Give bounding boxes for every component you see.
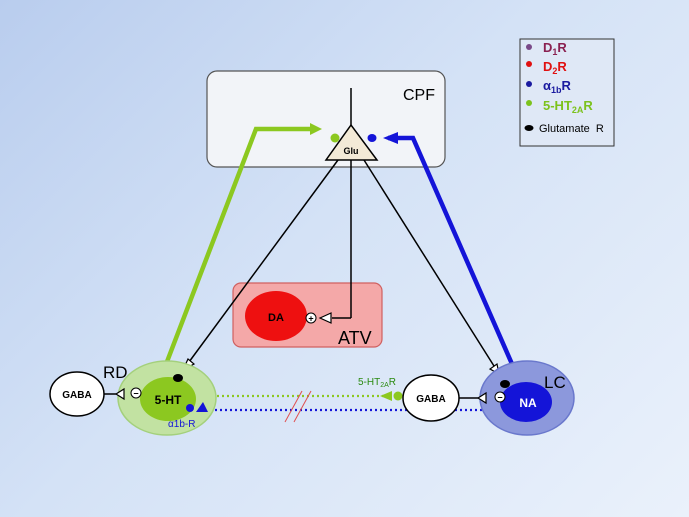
gaba-left-synapse [114, 387, 125, 401]
legend-glutamate-dot [524, 125, 534, 131]
inhibitory-sign-rd [130, 387, 142, 399]
gaba-left-label: GABA [62, 390, 91, 401]
dopamine-label: DA [268, 312, 284, 324]
noradrenergic-projection-arrowhead [383, 132, 398, 144]
lc-label: LC [544, 373, 566, 392]
legend-d1r-label: D1R [543, 40, 567, 57]
legend-a1br-dot [526, 81, 532, 87]
noradrenergic-neuron [500, 382, 552, 422]
serotonin-projection-arrowhead [310, 123, 322, 135]
legend-5ht2ar-dot [526, 100, 532, 106]
excitatory-sign [305, 312, 317, 324]
break-mark-2 [293, 390, 312, 423]
noradrenergic-projection-to-cpf [388, 135, 522, 381]
ht2a-receptor-cpf [330, 133, 340, 143]
gaba-left-neuron [49, 371, 105, 417]
rd-label: RD [103, 363, 128, 382]
legend-d1r-dot [526, 44, 532, 50]
alpha1b-receptor-label: α1b-R [168, 419, 195, 430]
ht2a-receptor-gaba [393, 391, 403, 401]
legend-box [519, 38, 615, 147]
legend-glutamate-label: Glutamate R [539, 123, 604, 135]
inhibitory-sign-rd-text: − [133, 389, 138, 399]
dopamine-neuron [245, 291, 307, 341]
glu-label: Glu [344, 146, 359, 156]
atv-label: ATV [338, 328, 372, 348]
gaba-right-synapse [476, 391, 487, 405]
atv-synapse-arrow [318, 312, 332, 324]
cpf-region-box [206, 70, 446, 168]
serotonin-label: 5-HT [155, 393, 182, 407]
inhibitory-sign-lc [494, 391, 506, 403]
glutamate-receptor-lc [500, 380, 510, 388]
cpf-label: CPF [403, 87, 435, 104]
glutamate-receptor-rd [173, 374, 183, 382]
glu-to-rd-axon [188, 159, 339, 363]
glu-to-lc-axon [363, 159, 495, 367]
serotonin-projection-to-cpf [157, 126, 316, 381]
excitatory-sign-text: + [308, 314, 313, 324]
gaba-right-label: GABA [416, 394, 445, 405]
a1b-receptor-cpf [367, 134, 377, 142]
alpha1b-dot-rd [186, 404, 194, 412]
ht2a-dotted-arrowhead [380, 391, 392, 401]
noradrenergic-label: NA [519, 396, 537, 410]
legend-5ht2ar-label: 5-HT2AR [543, 98, 593, 115]
serotonin-neuron [140, 377, 196, 421]
legend-d2r-label: D2R [543, 59, 567, 76]
glu-pyramidal-neuron [324, 123, 379, 161]
legend: D1R D2R α1bR 5-HT2AR Glutamate R [519, 38, 615, 147]
break-mark-1 [284, 390, 303, 423]
alpha1b-receptor-rd [196, 402, 208, 412]
inhibitory-sign-lc-text: − [497, 393, 502, 403]
ht2a-receptor-label: 5-HT2AR [358, 377, 396, 389]
legend-d2r-dot [526, 61, 532, 67]
gaba-right-neuron [402, 374, 460, 422]
legend-a1br-label: α1bR [543, 78, 572, 95]
